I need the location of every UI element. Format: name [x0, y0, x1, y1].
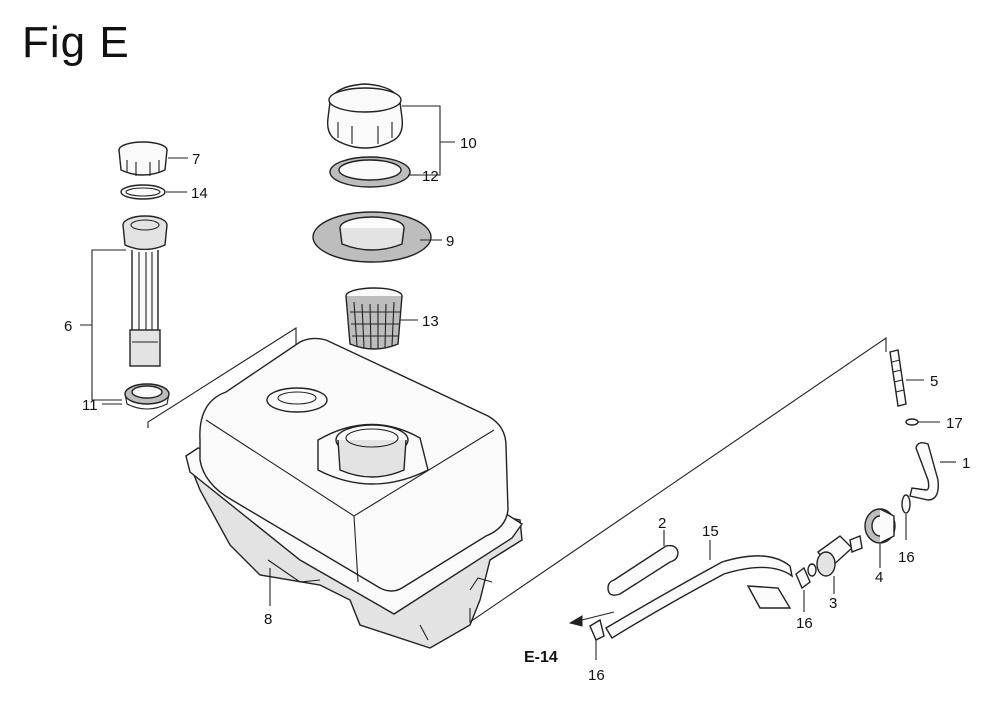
guide-line-tank — [469, 336, 887, 624]
callout-12: 12 — [422, 168, 439, 185]
callout-16a: 16 — [898, 549, 915, 566]
callout-16c: 16 — [588, 667, 605, 684]
small-o-ring-17 — [905, 418, 919, 426]
clip-16-right — [901, 494, 911, 514]
callout-16b: 16 — [796, 615, 813, 632]
callout-3: 3 — [829, 595, 837, 612]
fuel-tank — [185, 337, 523, 649]
callout-17: 17 — [946, 415, 963, 432]
clip-16-middle — [795, 566, 811, 590]
callout-2: 2 — [658, 515, 666, 532]
clip-16-left — [589, 618, 605, 641]
filler-flange — [312, 211, 432, 263]
fuel-tube-2 — [607, 544, 679, 596]
gauge-grommet — [124, 383, 170, 410]
cross-reference-label: E-14 — [524, 649, 558, 666]
callout-13: 13 — [422, 313, 439, 330]
fuel-tube-1 — [909, 441, 939, 501]
callout-9: 9 — [446, 233, 454, 250]
gauge-o-ring — [120, 184, 166, 200]
callout-15: 15 — [702, 523, 719, 540]
callout-5: 5 — [930, 373, 938, 390]
callout-8: 8 — [264, 611, 272, 628]
cap-gasket — [329, 156, 411, 188]
callout-7: 7 — [192, 151, 200, 168]
leader-6 — [80, 249, 126, 401]
xref-arrow-head — [568, 615, 583, 627]
fuel-tube-15 — [605, 555, 794, 639]
callout-6: 6 — [64, 318, 72, 335]
fuel-cock — [807, 535, 863, 577]
strainer-filter — [345, 287, 403, 350]
fuel-gauge-cap — [118, 141, 168, 176]
fuel-gauge — [122, 215, 168, 367]
callout-11: 11 — [82, 397, 98, 414]
xref-arrow-line — [581, 611, 615, 621]
leader-10 — [402, 105, 455, 176]
fuel-filler-cap — [326, 83, 404, 149]
fuel-cock-screw — [889, 349, 907, 407]
callout-4: 4 — [875, 569, 883, 586]
callout-14: 14 — [191, 185, 208, 202]
fuel-cock-nut — [864, 508, 896, 544]
callout-10: 10 — [460, 135, 477, 152]
figure-title: Fig E — [22, 18, 130, 67]
callout-1: 1 — [962, 455, 970, 472]
